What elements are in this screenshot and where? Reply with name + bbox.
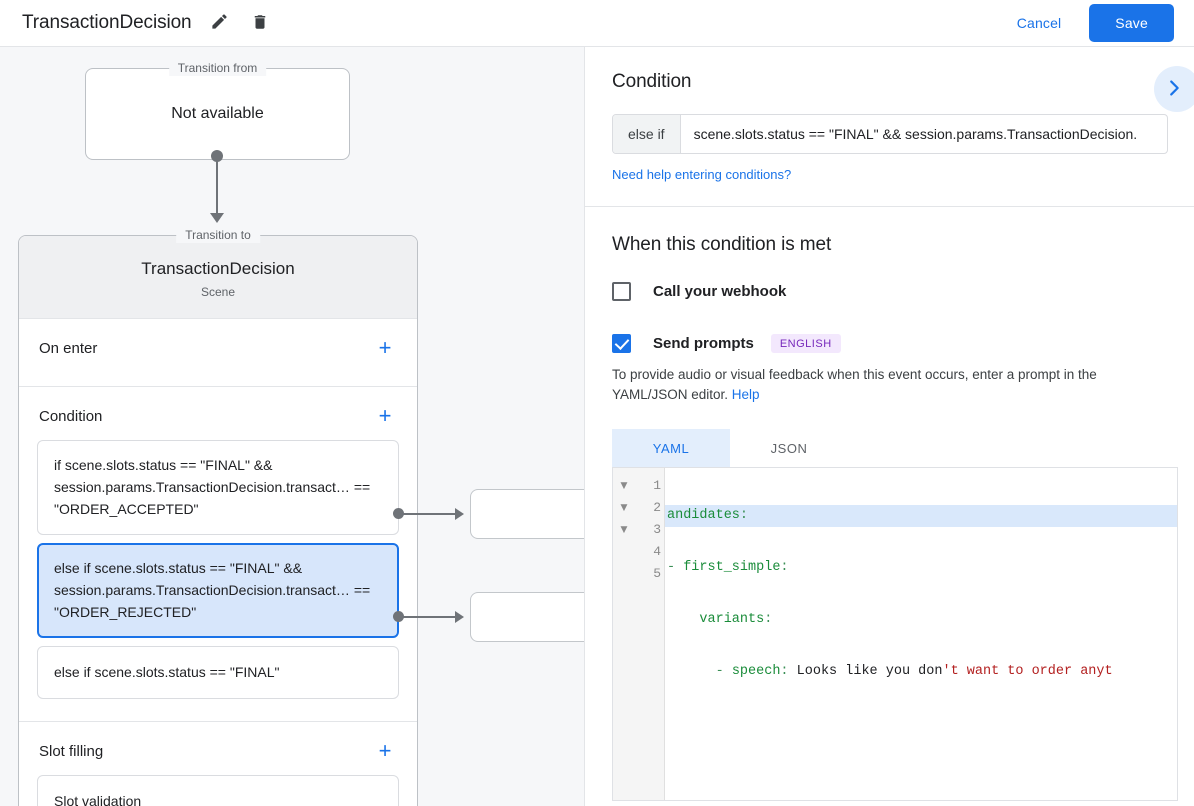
fold-marker-3[interactable]: ▼ — [620, 525, 628, 535]
yaml-colon: : — [780, 664, 789, 679]
code-fold-gutter[interactable]: ▼ ▼ ▼ — [613, 468, 635, 800]
condition-input-row: else if — [612, 114, 1168, 154]
yaml-key-first-simple: first_simple — [683, 560, 781, 575]
section-title-condition: Condition — [39, 407, 103, 425]
condition-detail-pane: Condition else if Need help entering con… — [585, 47, 1194, 806]
code-line-numbers: 1 2 3 4 5 — [635, 468, 665, 800]
prompt-description: To provide audio or visual feedback when… — [612, 365, 1164, 405]
section-head-on-enter: On enter + — [19, 319, 417, 372]
transition-from-value: Not available — [171, 105, 264, 122]
edge-line-accepted — [398, 513, 458, 515]
call-webhook-row[interactable]: Call your webhook — [612, 282, 1168, 301]
tab-yaml[interactable]: YAML — [612, 429, 730, 467]
code-line-2: - first_simple: — [665, 557, 1177, 579]
edit-name-button[interactable] — [206, 9, 234, 37]
yaml-value-plain: Looks like you don — [796, 664, 943, 679]
cancel-button[interactable]: Cancel — [1003, 6, 1075, 40]
edge-dot-rejected — [393, 611, 404, 622]
target-box-accepted[interactable] — [470, 489, 584, 539]
yaml-key-variants: variants — [699, 612, 765, 627]
line-number: 5 — [653, 566, 661, 581]
send-prompts-label: Send prompts — [653, 335, 754, 352]
yaml-colon: : — [739, 508, 749, 523]
save-button[interactable]: Save — [1089, 4, 1174, 42]
yaml-dash: - — [667, 560, 684, 575]
when-met-heading: When this condition is met — [612, 234, 832, 255]
when-condition-met-block: When this condition is met Call your web… — [585, 207, 1194, 801]
condition-block: Condition else if Need help entering con… — [585, 47, 1194, 207]
connector-line — [216, 155, 218, 219]
call-webhook-checkbox[interactable] — [612, 282, 631, 301]
section-head-slot-filling: Slot filling + — [19, 722, 417, 775]
yaml-colon: : — [764, 612, 773, 627]
section-title-on-enter: On enter — [39, 339, 98, 357]
connector-arrowhead — [210, 213, 224, 223]
prompt-help-link[interactable]: Help — [731, 387, 760, 402]
fold-marker-2[interactable]: ▼ — [620, 503, 628, 513]
section-condition: Condition + if scene.slots.status == "FI… — [19, 386, 417, 721]
edge-dot-accepted — [393, 508, 404, 519]
transition-to-card: Transition to TransactionDecision Scene … — [18, 228, 418, 806]
section-slot-filling: Slot filling + Slot validation — [19, 721, 417, 806]
add-on-enter-button[interactable]: + — [378, 335, 392, 360]
yaml-dash: - — [715, 664, 732, 679]
condition-help-link[interactable]: Need help entering conditions? — [612, 167, 792, 182]
delete-button[interactable] — [246, 9, 274, 37]
condition-item-rejected[interactable]: else if scene.slots.status == "FINAL" &&… — [37, 543, 399, 638]
target-box-rejected[interactable] — [470, 592, 584, 642]
yaml-value-string: 't want to order anyt — [942, 664, 1113, 679]
main-body: Transition from Not available Transition… — [0, 47, 1194, 806]
page-title: TransactionDecision — [22, 12, 192, 33]
code-line-5 — [665, 713, 1177, 735]
send-prompts-row[interactable]: Send prompts ENGLISH — [612, 334, 1168, 353]
chevron-right-icon — [1169, 77, 1185, 102]
scene-name: TransactionDecision — [141, 259, 295, 278]
scene-type: Scene — [200, 285, 236, 299]
language-badge: ENGLISH — [770, 334, 841, 353]
code-line-1: andidates: — [665, 505, 1177, 527]
fold-marker-1[interactable]: ▼ — [620, 481, 628, 491]
condition-input[interactable] — [680, 115, 1167, 153]
section-title-slot-filling: Slot filling — [39, 742, 104, 760]
slot-validation-item[interactable]: Slot validation — [37, 775, 399, 806]
line-number: 2 — [653, 500, 661, 515]
expand-panel-button[interactable] — [1154, 66, 1194, 112]
edge-arrow-accepted — [455, 508, 464, 520]
section-on-enter: On enter + — [19, 318, 417, 386]
call-webhook-label: Call your webhook — [653, 283, 787, 300]
transition-from-box: Transition from Not available — [85, 61, 350, 160]
pencil-icon — [210, 12, 229, 34]
line-number: 4 — [653, 544, 661, 559]
add-slot-filling-button[interactable]: + — [378, 738, 392, 763]
send-prompts-checkbox[interactable] — [612, 334, 631, 353]
scene-header: TransactionDecision Scene — [19, 236, 417, 318]
condition-item-final[interactable]: else if scene.slots.status == "FINAL" — [37, 646, 399, 699]
code-line-4: - speech: Looks like you don't want to o… — [665, 661, 1177, 683]
yaml-code-editor[interactable]: ▼ ▼ ▼ 1 2 3 4 5 andidates: — [612, 467, 1178, 801]
line-number: 3 — [653, 522, 661, 537]
app-header: TransactionDecision Cancel Save — [0, 0, 1194, 47]
section-head-condition: Condition + — [19, 387, 417, 440]
line-number: 1 — [653, 478, 661, 493]
add-condition-button[interactable]: + — [378, 403, 392, 428]
tab-json[interactable]: JSON — [730, 429, 848, 467]
condition-prefix-label: else if — [613, 115, 681, 153]
condition-item-accepted[interactable]: if scene.slots.status == "FINAL" && sess… — [37, 440, 399, 535]
transition-from-legend: Transition from — [168, 61, 267, 76]
edge-arrow-rejected — [455, 611, 464, 623]
code-content-area[interactable]: andidates: - first_simple: variants: - s… — [665, 468, 1177, 800]
scene-graph-pane: Transition from Not available Transition… — [0, 47, 585, 806]
condition-heading: Condition — [612, 71, 692, 92]
trash-icon — [251, 13, 269, 34]
editor-format-tabs: YAML JSON — [612, 429, 1168, 467]
yaml-colon: : — [780, 560, 789, 575]
yaml-key-candidates: andidates — [667, 508, 740, 523]
edge-line-rejected — [398, 616, 458, 618]
yaml-key-speech: speech — [731, 664, 781, 679]
code-line-3: variants: — [665, 609, 1177, 631]
transition-to-legend: Transition to — [176, 228, 260, 243]
prompt-description-text: To provide audio or visual feedback when… — [612, 367, 1097, 402]
